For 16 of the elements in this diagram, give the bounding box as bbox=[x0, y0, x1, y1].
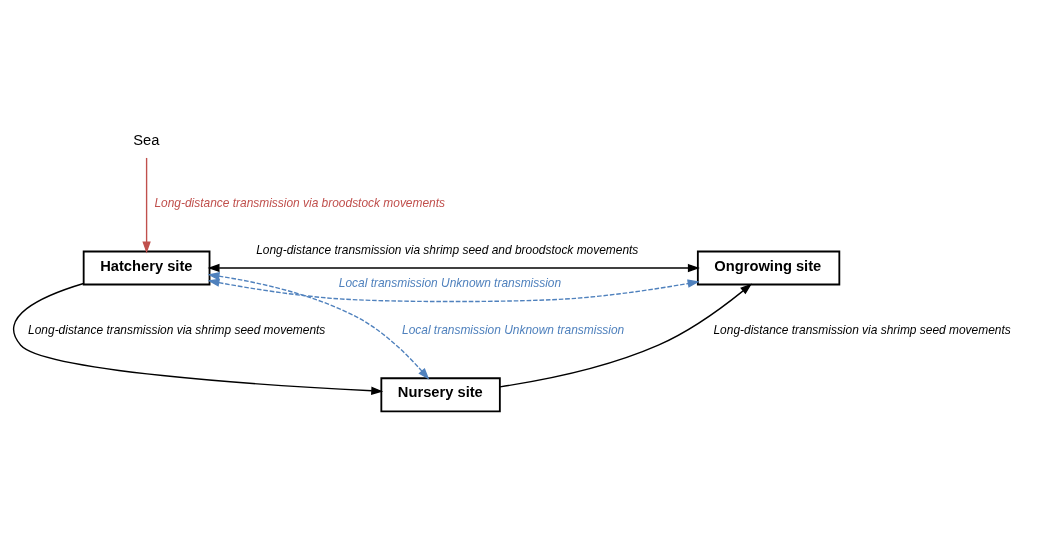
edge-label: Long-distance transmission via shrimp seed movements bbox=[713, 322, 1011, 337]
edge-label: Long-distance transmission via broodstock movements bbox=[154, 195, 446, 210]
node-box: Ongrowing site bbox=[696, 250, 841, 286]
arrow bbox=[207, 272, 430, 380]
arrow bbox=[13, 282, 384, 395]
node-box: Nursery site bbox=[380, 377, 501, 413]
node-text: Sea bbox=[133, 131, 160, 148]
arrow bbox=[499, 283, 753, 388]
edge-label: Long-distance transmission via shrimp seed movements bbox=[28, 322, 326, 337]
edge-label: Local transmission Unknown transmission bbox=[402, 322, 625, 337]
edge-label: Long-distance transmission via shrimp seed and broodstock movements bbox=[256, 242, 639, 257]
node-box: Hatchery site bbox=[82, 250, 211, 286]
arrow bbox=[207, 263, 700, 273]
edge-label: Local transmission Unknown transmission bbox=[338, 275, 562, 290]
arrow bbox=[142, 157, 151, 254]
arrow bbox=[207, 278, 700, 303]
